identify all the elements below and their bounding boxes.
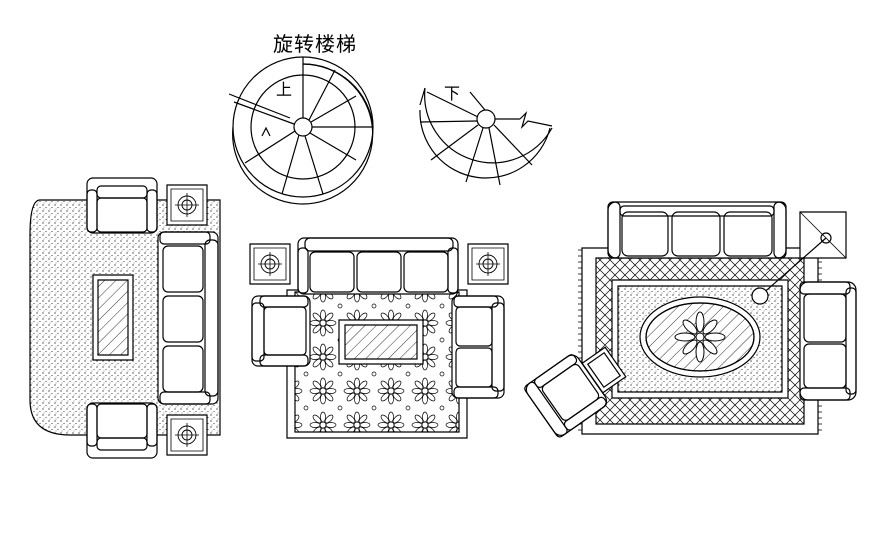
floor-lamp-icon [752,212,846,304]
stair-down-label: 下 [444,84,461,103]
sofa-icon [298,238,458,294]
sofa-icon [800,282,856,400]
armchair-icon [252,296,310,366]
lamp-table-icon [166,184,208,226]
sofa-icon [608,202,786,258]
lamp-table-icon [467,243,509,285]
right-sofa-set [523,202,856,438]
sofa-icon [158,232,218,404]
drawing-title: 旋转楼梯 [273,32,357,56]
spiral-stair-down-icon [420,88,552,185]
stair-up-label: 上 [276,80,293,99]
sofa-icon [452,296,504,398]
rug-icon [578,248,822,434]
lamp-table-icon [249,243,291,285]
lamp-table-icon [166,414,208,456]
armchair-icon [87,403,157,458]
left-sofa-set [30,178,220,458]
middle-sofa-set [252,238,504,438]
armchair-icon [87,178,157,233]
spiral-stair-up-icon [229,57,373,204]
